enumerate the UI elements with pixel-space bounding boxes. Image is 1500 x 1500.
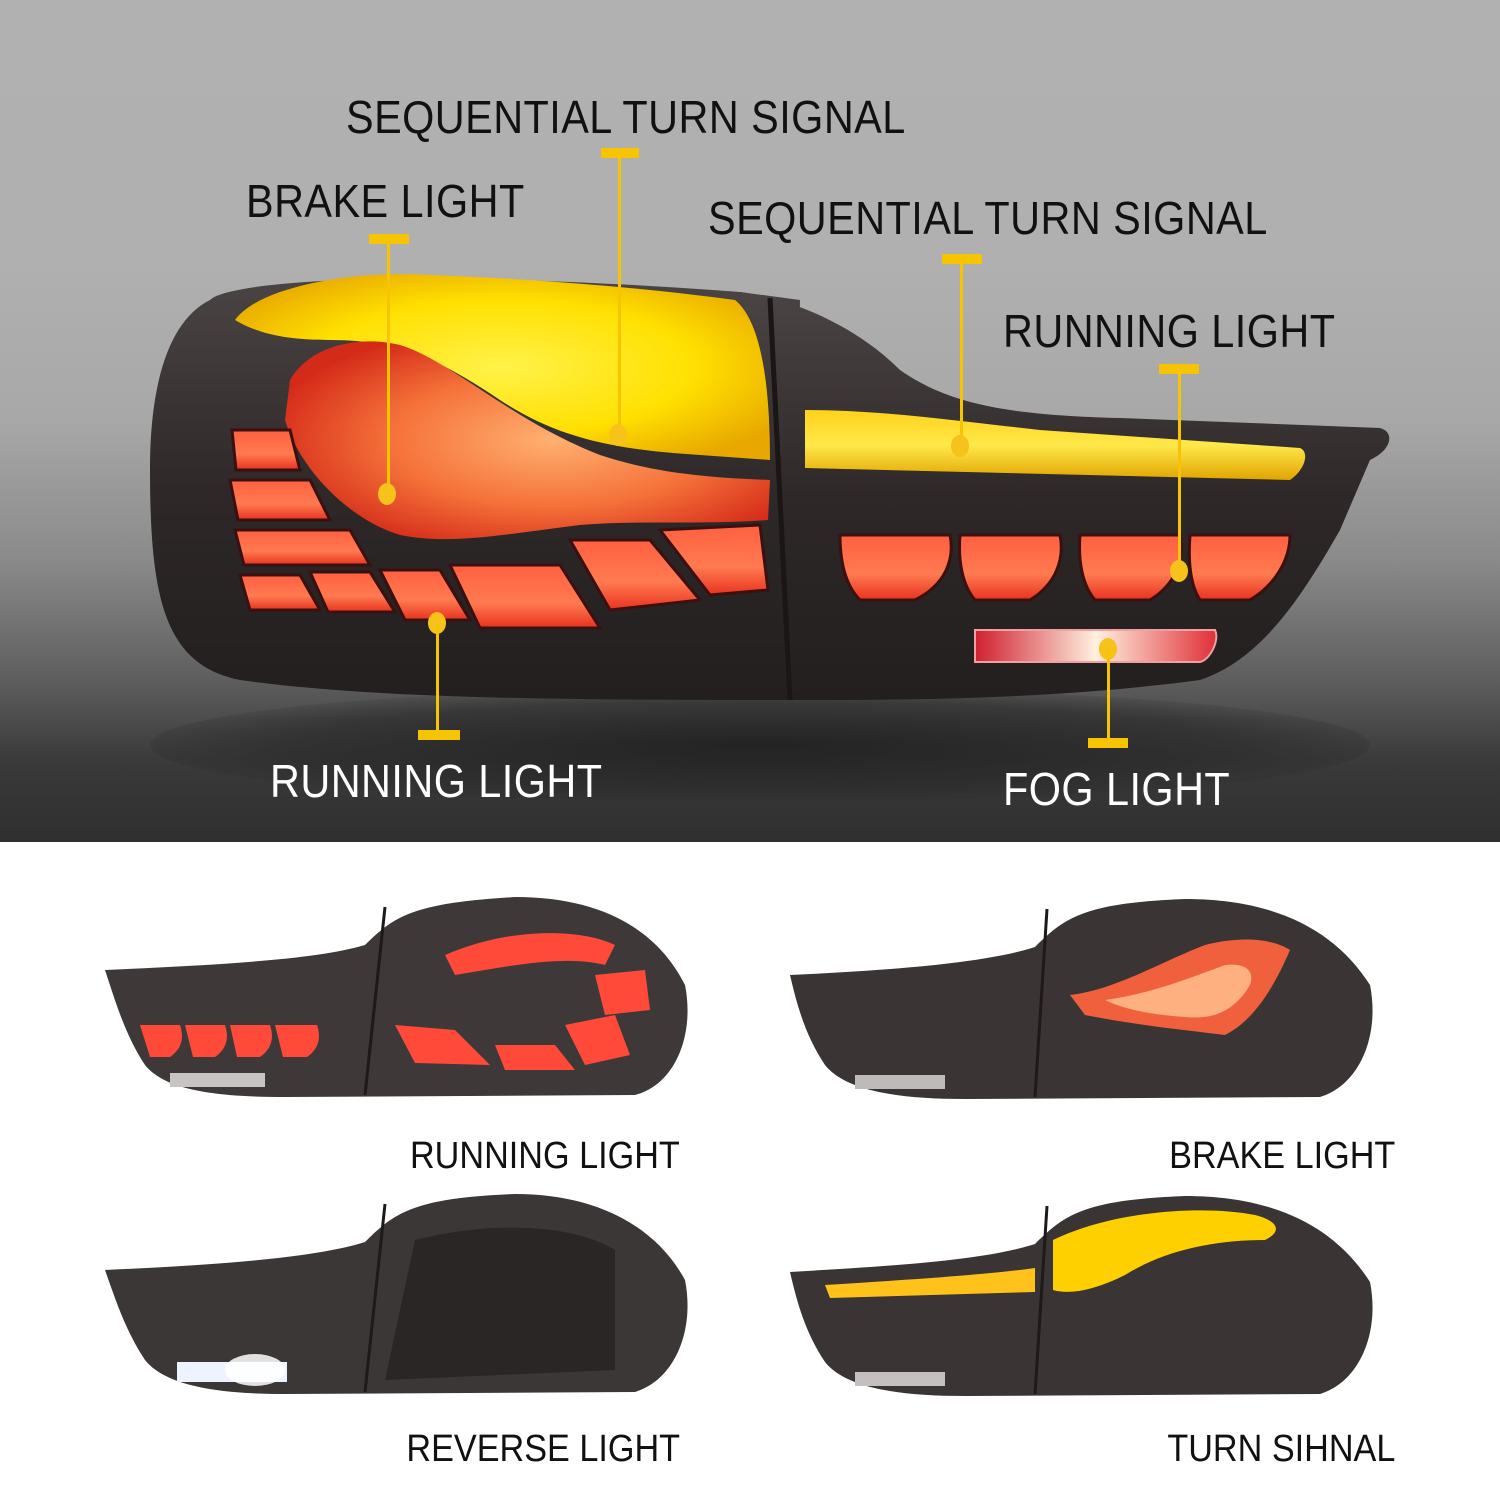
callout-label-running-light-outer: RUNNING LIGHT (1003, 305, 1336, 357)
callout-marker-bar (601, 148, 639, 158)
running-light-thumbnail (105, 897, 688, 1097)
caption-reverse-light: REVERSE LIGHT (406, 1428, 680, 1470)
caption-running-light: RUNNING LIGHT (410, 1135, 680, 1177)
grid-item-reverse-light: REVERSE LIGHT (95, 1180, 705, 1470)
callout-point-dot (1099, 638, 1117, 660)
inner-turn-signal-lamp (235, 274, 770, 460)
hero-section: SEQUENTIAL TURN SIGNAL BRAKE LIGHT SEQUE… (0, 0, 1500, 842)
callout-marker-bar (418, 730, 460, 740)
callout-marker-bar (1159, 364, 1199, 374)
callout-leader-line (436, 625, 439, 733)
callout-label-sequential-turn-signal-inner: SEQUENTIAL TURN SIGNAL (346, 91, 906, 143)
turn-signal-thumbnail (790, 1196, 1373, 1396)
callout-point-dot (609, 424, 627, 446)
grid-item-running-light: RUNNING LIGHT (95, 885, 705, 1177)
callout-point-dot (1170, 560, 1188, 582)
caption-turn-signal: TURN SIHNAL (1166, 1428, 1395, 1470)
callout-leader-line (618, 156, 621, 431)
callout-label-brake-light: BRAKE LIGHT (246, 175, 525, 227)
inner-brake-lamp (285, 341, 770, 540)
callout-marker-bar (369, 234, 409, 244)
grid-item-brake-light: BRAKE LIGHT (785, 885, 1395, 1177)
callout-leader-line (1178, 372, 1181, 567)
brake-light-thumbnail (790, 899, 1373, 1099)
callout-leader-line (960, 262, 963, 442)
outer-running-light-slats (838, 533, 1292, 602)
callout-label-fog-light: FOG LIGHT (1003, 763, 1231, 815)
grid-item-turn-signal: TURN SIHNAL (785, 1180, 1395, 1470)
reverse-light-thumbnail (105, 1194, 688, 1394)
callout-label-sequential-turn-signal-outer: SEQUENTIAL TURN SIGNAL (708, 192, 1268, 244)
callout-point-dot (428, 612, 446, 634)
callout-point-dot (951, 435, 969, 457)
taillight-reflection (150, 690, 1370, 800)
callout-leader-line (1107, 650, 1110, 740)
inner-running-light-slats (228, 428, 770, 630)
callout-marker-bar (942, 254, 982, 264)
fog-lamp (974, 629, 1218, 663)
callout-marker-bar (1088, 738, 1128, 748)
caption-brake-light: BRAKE LIGHT (1168, 1135, 1395, 1177)
callout-label-running-light-inner: RUNNING LIGHT (270, 755, 603, 807)
callout-point-dot (378, 483, 396, 505)
taillight-hero-image (150, 274, 1390, 701)
callout-leader-line (387, 242, 390, 490)
